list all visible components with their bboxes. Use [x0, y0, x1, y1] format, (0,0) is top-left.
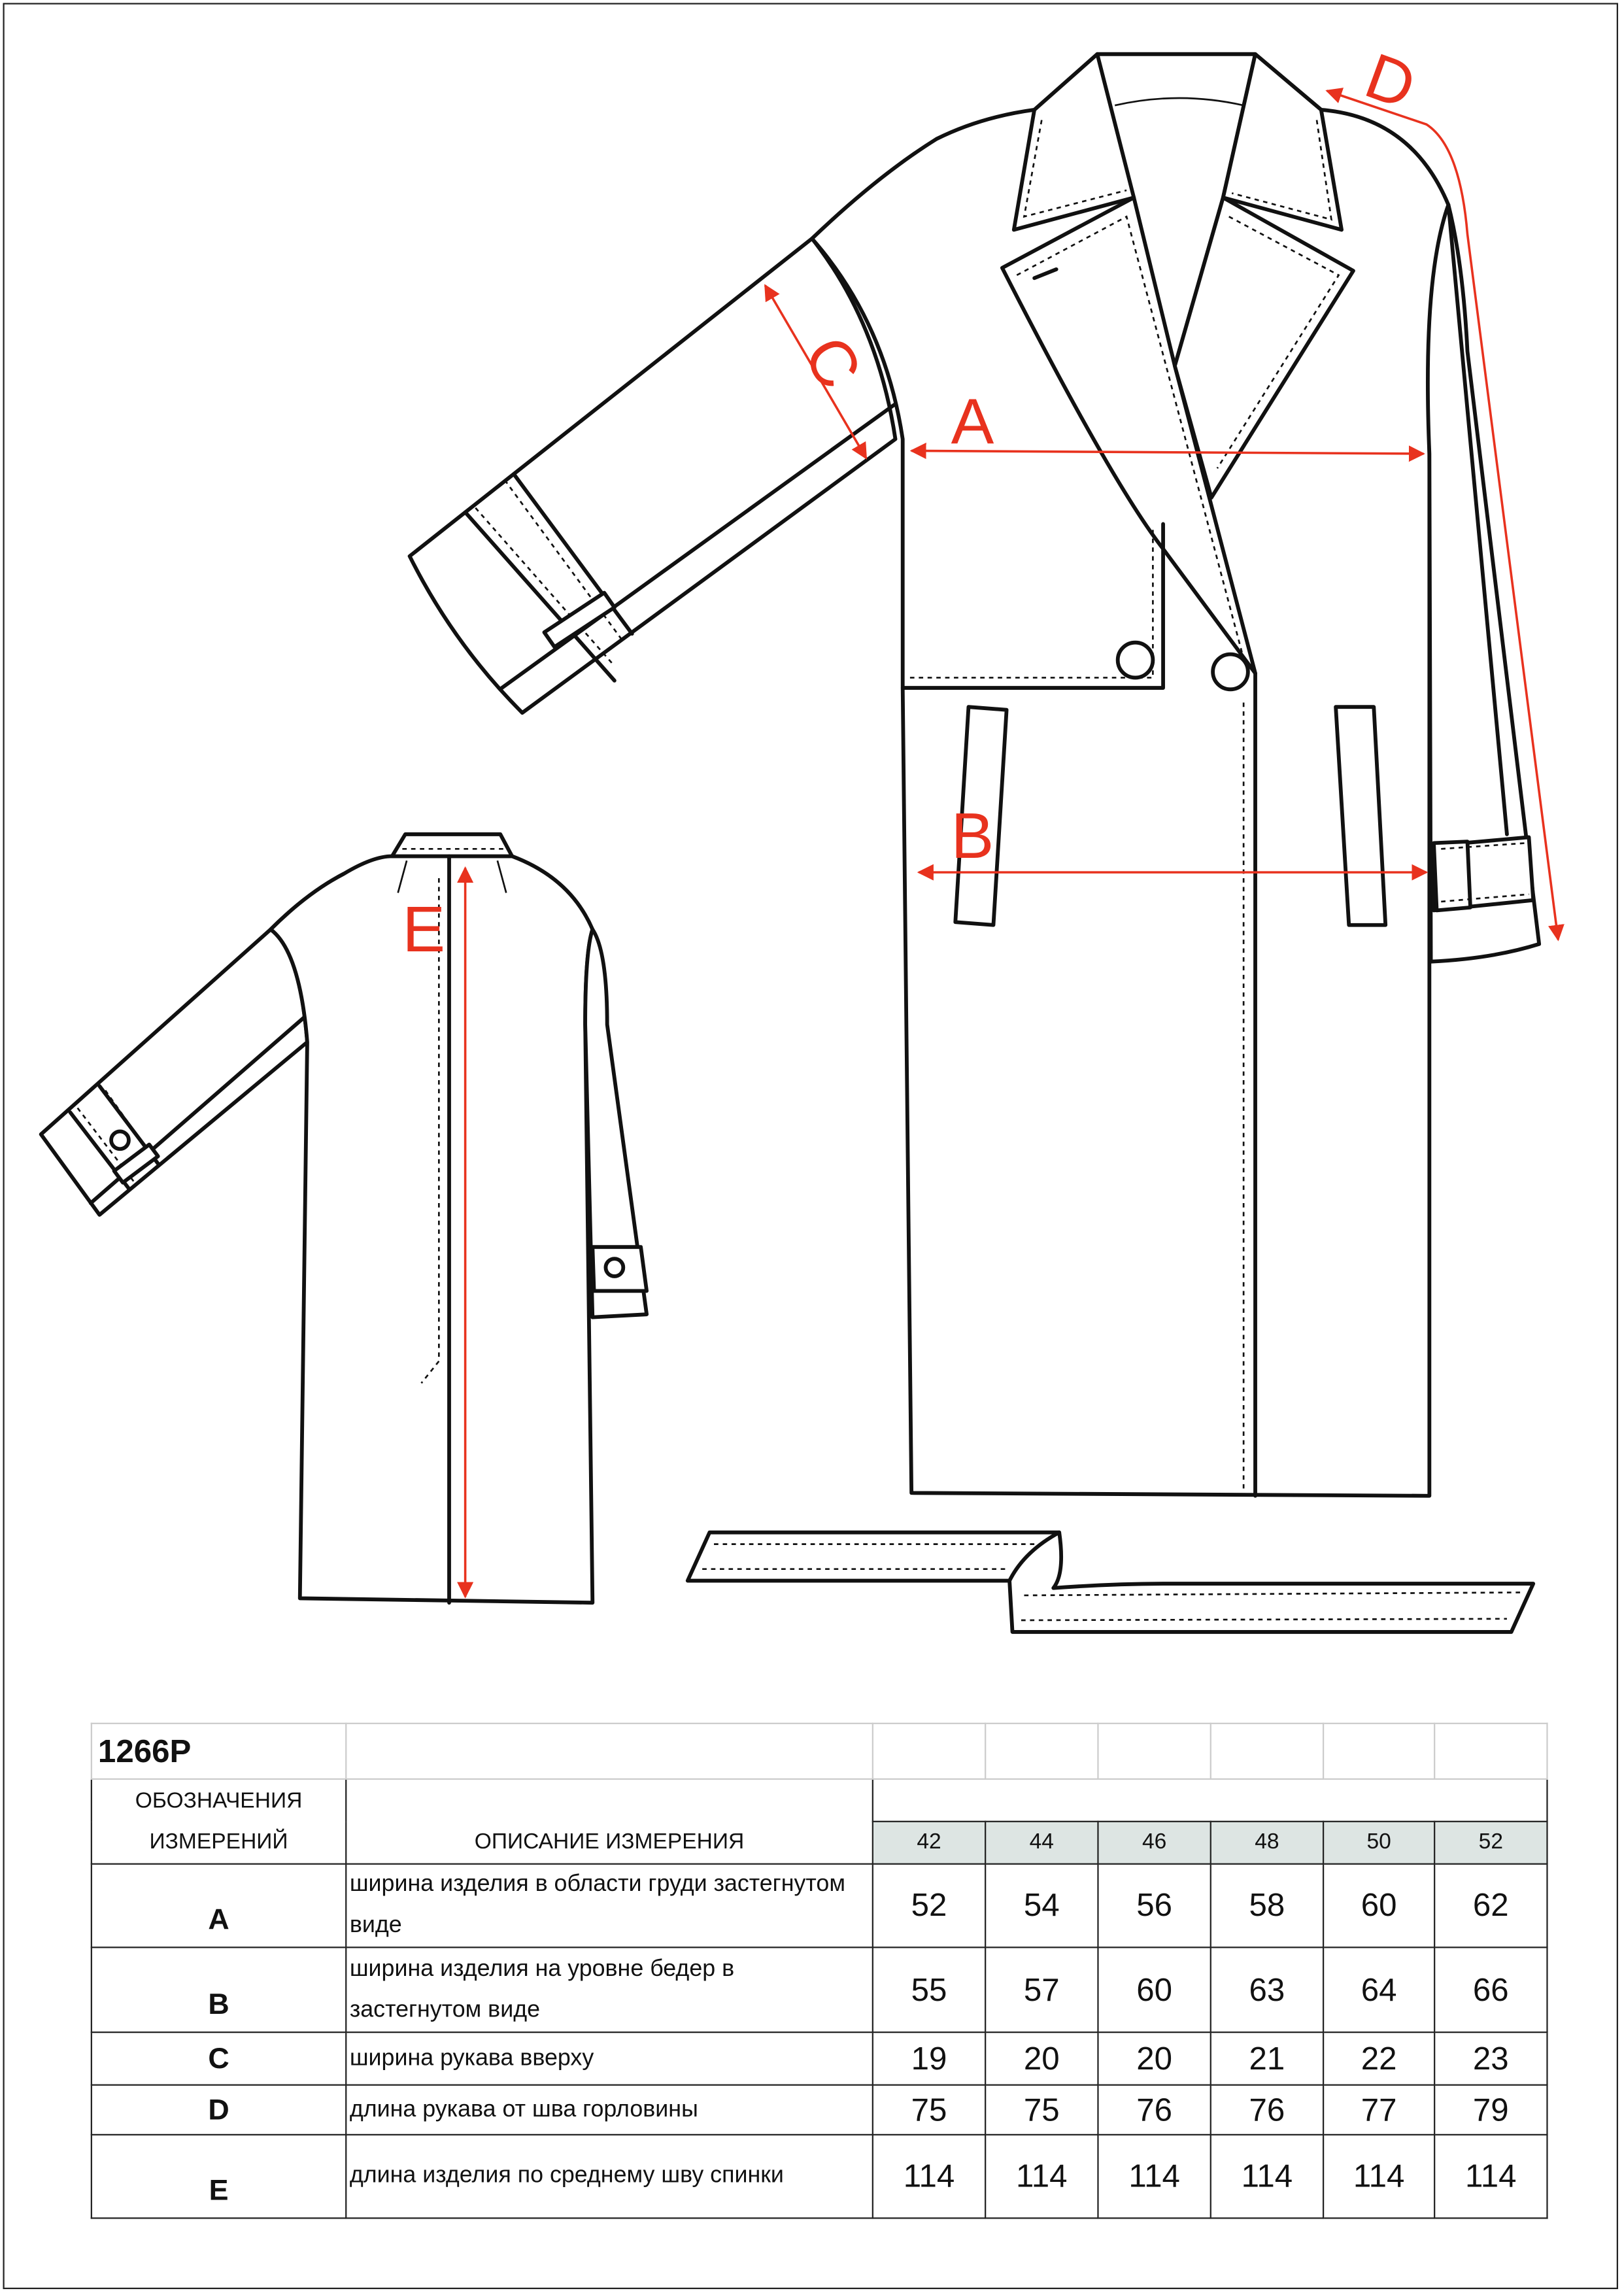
- measure-value: 114: [1210, 2134, 1325, 2219]
- measure-value: 79: [1434, 2084, 1548, 2135]
- table-title-row: 1266P: [90, 1722, 1548, 1780]
- measure-description: длина изделия по среднему шву спинки: [345, 2134, 873, 2219]
- measure-value: 56: [1097, 1863, 1211, 1948]
- measure-label-a: A: [951, 385, 994, 457]
- header-description: ОПИСАНИЕ ИЗМЕРЕНИЯ: [345, 1778, 873, 1865]
- measure-label-b: B: [951, 800, 994, 872]
- measure-description: ширина изделия на уровне бедер в застегн…: [345, 1946, 873, 2033]
- belt: [685, 1530, 1536, 1634]
- page-border: [3, 3, 1619, 2290]
- measure-value: 114: [1322, 2134, 1436, 2219]
- measure-value: 114: [1097, 2134, 1211, 2219]
- size-header: 46: [1097, 1820, 1211, 1865]
- back-body: [269, 854, 595, 1605]
- measure-label-e: E: [402, 893, 445, 965]
- button: [1115, 640, 1155, 680]
- measure-value: 20: [985, 2032, 1099, 2086]
- table-row: B ширина изделия на уровне бедер в засте…: [90, 1946, 1548, 2033]
- back-collar: [390, 832, 515, 858]
- measure-value: 60: [1097, 1946, 1211, 2033]
- right-lapel: [1173, 196, 1355, 500]
- measure-value: 75: [985, 2084, 1099, 2135]
- coat-back-view: [39, 832, 649, 1605]
- button: [1211, 652, 1250, 692]
- measure-letter: C: [90, 2032, 347, 2086]
- size-header: 50: [1322, 1820, 1436, 1865]
- measure-description: длина рукава от шва горловины: [345, 2084, 873, 2135]
- table-row: E длина изделия по среднему шву спинки 1…: [90, 2134, 1548, 2219]
- measure-letter: E: [90, 2134, 347, 2219]
- measure-arrow-d: [1325, 88, 1565, 942]
- table-row: A ширина изделия в области груди застегн…: [90, 1863, 1548, 1948]
- measure-value: 76: [1210, 2084, 1325, 2135]
- back-right-sleeve: [583, 927, 649, 1319]
- measure-value: 54: [985, 1863, 1099, 1948]
- measure-value: 22: [1322, 2032, 1436, 2086]
- measure-description: ширина изделия в области груди застегнут…: [345, 1863, 873, 1948]
- measure-value: 114: [1434, 2134, 1548, 2219]
- measure-value: 55: [871, 1946, 987, 2033]
- measure-value: 63: [1210, 1946, 1325, 2033]
- measure-value: 19: [871, 2032, 987, 2086]
- table-sizes-row: 42 44 46 48 50 52: [92, 1820, 1548, 1865]
- header-designation: ОБОЗНАЧЕНИЯ ИЗМЕРЕНИЙ: [90, 1778, 347, 1865]
- measure-value: 114: [871, 2134, 987, 2219]
- table-row: D длина рукава от шва горловины 75 75 76…: [90, 2084, 1548, 2135]
- model-code: 1266P: [90, 1722, 347, 1780]
- size-chart-table: 1266P ОБОЗНАЧЕНИЯ ИЗМЕРЕНИЙ ОПИСАНИЕ ИЗМ…: [90, 1722, 1548, 2219]
- size-header: 42: [871, 1820, 987, 1865]
- measure-value: 77: [1322, 2084, 1436, 2135]
- measure-value: 60: [1322, 1863, 1436, 1948]
- measure-value: 66: [1434, 1946, 1548, 2033]
- measure-value: 62: [1434, 1863, 1548, 1948]
- measure-value: 76: [1097, 2084, 1211, 2135]
- measurement-annotations: A B C D E: [402, 39, 1565, 1599]
- measure-value: 75: [871, 2084, 987, 2135]
- measure-value: 114: [985, 2134, 1099, 2219]
- measure-letter: A: [90, 1863, 347, 1948]
- measure-value: 23: [1434, 2032, 1548, 2086]
- measure-arrow-c: [764, 284, 868, 460]
- measure-description: ширина рукава вверху: [345, 2032, 873, 2086]
- measure-value: 58: [1210, 1863, 1325, 1948]
- measure-value: 64: [1322, 1946, 1436, 2033]
- size-header: 48: [1210, 1820, 1325, 1865]
- table-header-row: ОБОЗНАЧЕНИЯ ИЗМЕРЕНИЙ ОПИСАНИЕ ИЗМЕРЕНИЯ: [90, 1778, 1548, 1865]
- measure-value: 52: [871, 1863, 987, 1948]
- measure-value: 57: [985, 1946, 1099, 2033]
- measure-value: 20: [1097, 2032, 1211, 2086]
- measure-letter: B: [90, 1946, 347, 2033]
- size-header: 52: [1434, 1820, 1548, 1865]
- front-left-sleeve: [407, 236, 898, 715]
- table-row: C ширина рукава вверху 19 20 20 21 22 23: [90, 2032, 1548, 2086]
- measure-letter: D: [90, 2084, 347, 2135]
- size-header: 44: [985, 1820, 1099, 1865]
- measure-value: 21: [1210, 2032, 1325, 2086]
- measure-label-d: D: [1357, 39, 1425, 123]
